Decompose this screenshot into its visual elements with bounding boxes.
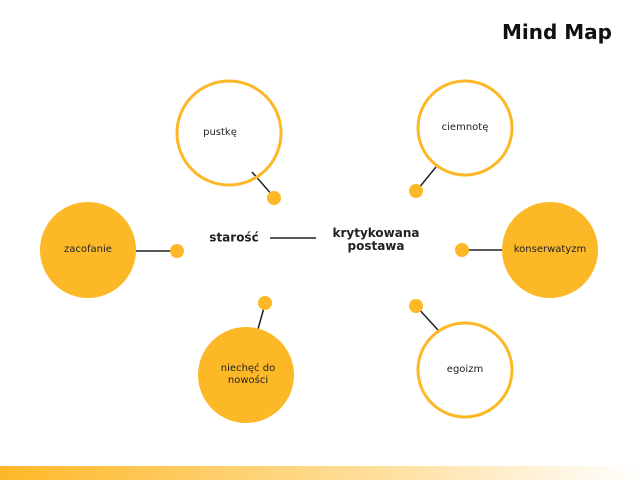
node-niechec-line1: niechęć do xyxy=(220,363,276,374)
node-konserwatyzm-circle xyxy=(502,202,598,298)
center-right-line2: postawa xyxy=(347,239,405,253)
node-ciemnote-label: ciemnotę xyxy=(441,122,489,133)
node-pustke-circle xyxy=(175,79,283,187)
node-niechec-label: niechęć do nowości xyxy=(221,363,275,387)
connector-ciemnote xyxy=(417,166,437,190)
node-zacofanie-label: zacofanie xyxy=(64,244,112,255)
node-niechec-circle xyxy=(198,327,294,423)
connector-pustke xyxy=(251,171,274,197)
node-ciemnote-circle xyxy=(416,79,514,177)
dot-niechec xyxy=(258,296,272,310)
dot-zacofanie xyxy=(170,244,184,258)
node-niechec-line2: nowości xyxy=(227,375,269,386)
dot-egoizm xyxy=(409,299,423,313)
center-right-line1: krytykowana xyxy=(332,226,420,240)
dot-ciemnote xyxy=(409,184,423,198)
footer-gradient-bar xyxy=(0,466,640,480)
node-pustke-label: pustkę xyxy=(203,127,237,138)
center-right-label: krytykowana postawa xyxy=(332,227,419,253)
dot-pustke xyxy=(267,191,281,205)
node-egoizm-circle xyxy=(416,321,514,419)
page-title: Mind Map xyxy=(502,20,612,44)
node-zacofanie-circle xyxy=(40,202,136,298)
node-egoizm-label: egoizm xyxy=(446,364,484,375)
dot-konserwatyzm xyxy=(455,243,469,257)
center-left-label: starość xyxy=(209,230,259,245)
node-konserwatyzm-label: konserwatyzm xyxy=(513,244,587,255)
